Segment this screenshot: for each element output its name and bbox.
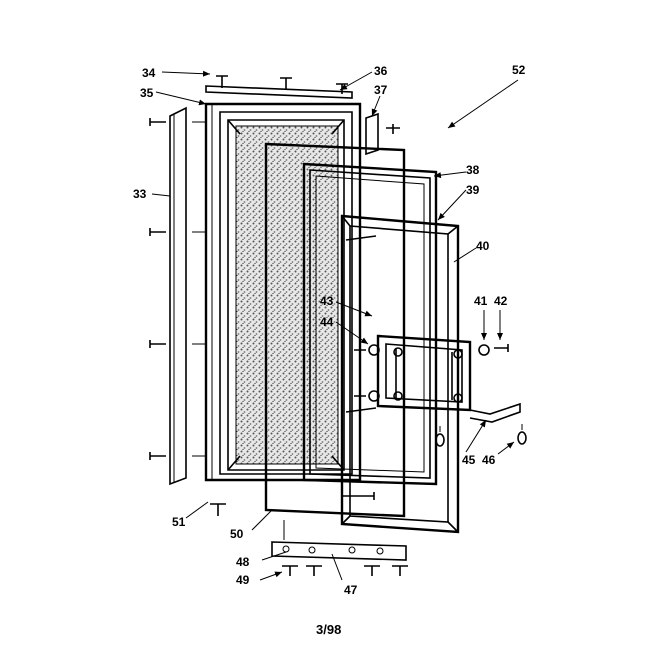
callout-34: 34 <box>142 66 156 80</box>
callout-41: 41 <box>474 294 488 308</box>
callout-50: 50 <box>230 527 244 541</box>
callout-39: 39 <box>466 183 480 197</box>
callout-38: 38 <box>466 163 480 177</box>
handle-cap <box>435 424 527 447</box>
callout-51: 51 <box>172 515 186 529</box>
callout-37: 37 <box>374 83 388 97</box>
callout-44: 44 <box>320 315 334 329</box>
top-cap <box>205 75 353 99</box>
bushing-and-screw <box>478 310 509 356</box>
callout-46: 46 <box>482 453 496 467</box>
callout-48: 48 <box>236 555 250 569</box>
callout-labels: 33 34 35 36 37 38 39 40 41 42 43 44 45 4… <box>133 63 526 597</box>
handle-bracket <box>376 334 521 423</box>
door-panel <box>264 142 406 518</box>
leader-lines <box>151 70 519 581</box>
callout-43: 43 <box>320 294 334 308</box>
frame-screws <box>149 118 206 460</box>
callout-47: 47 <box>344 583 358 597</box>
inner-liner-frame <box>340 214 460 534</box>
callout-36: 36 <box>374 64 388 78</box>
callout-42: 42 <box>494 294 508 308</box>
page-number: 3/98 <box>316 622 341 637</box>
callout-40: 40 <box>476 239 490 253</box>
callout-49: 49 <box>236 573 250 587</box>
callout-35: 35 <box>140 86 154 100</box>
side-trim-strip <box>169 106 187 486</box>
mounting-bolts <box>345 235 463 413</box>
outer-door-frame <box>204 102 362 482</box>
bottom-hinge-strip <box>271 520 408 576</box>
insulation-panel <box>227 119 345 471</box>
callout-33: 33 <box>133 187 147 201</box>
bottom-screw <box>210 492 375 516</box>
door-gasket <box>302 162 438 486</box>
callout-52: 52 <box>512 63 526 77</box>
callout-45: 45 <box>462 453 476 467</box>
